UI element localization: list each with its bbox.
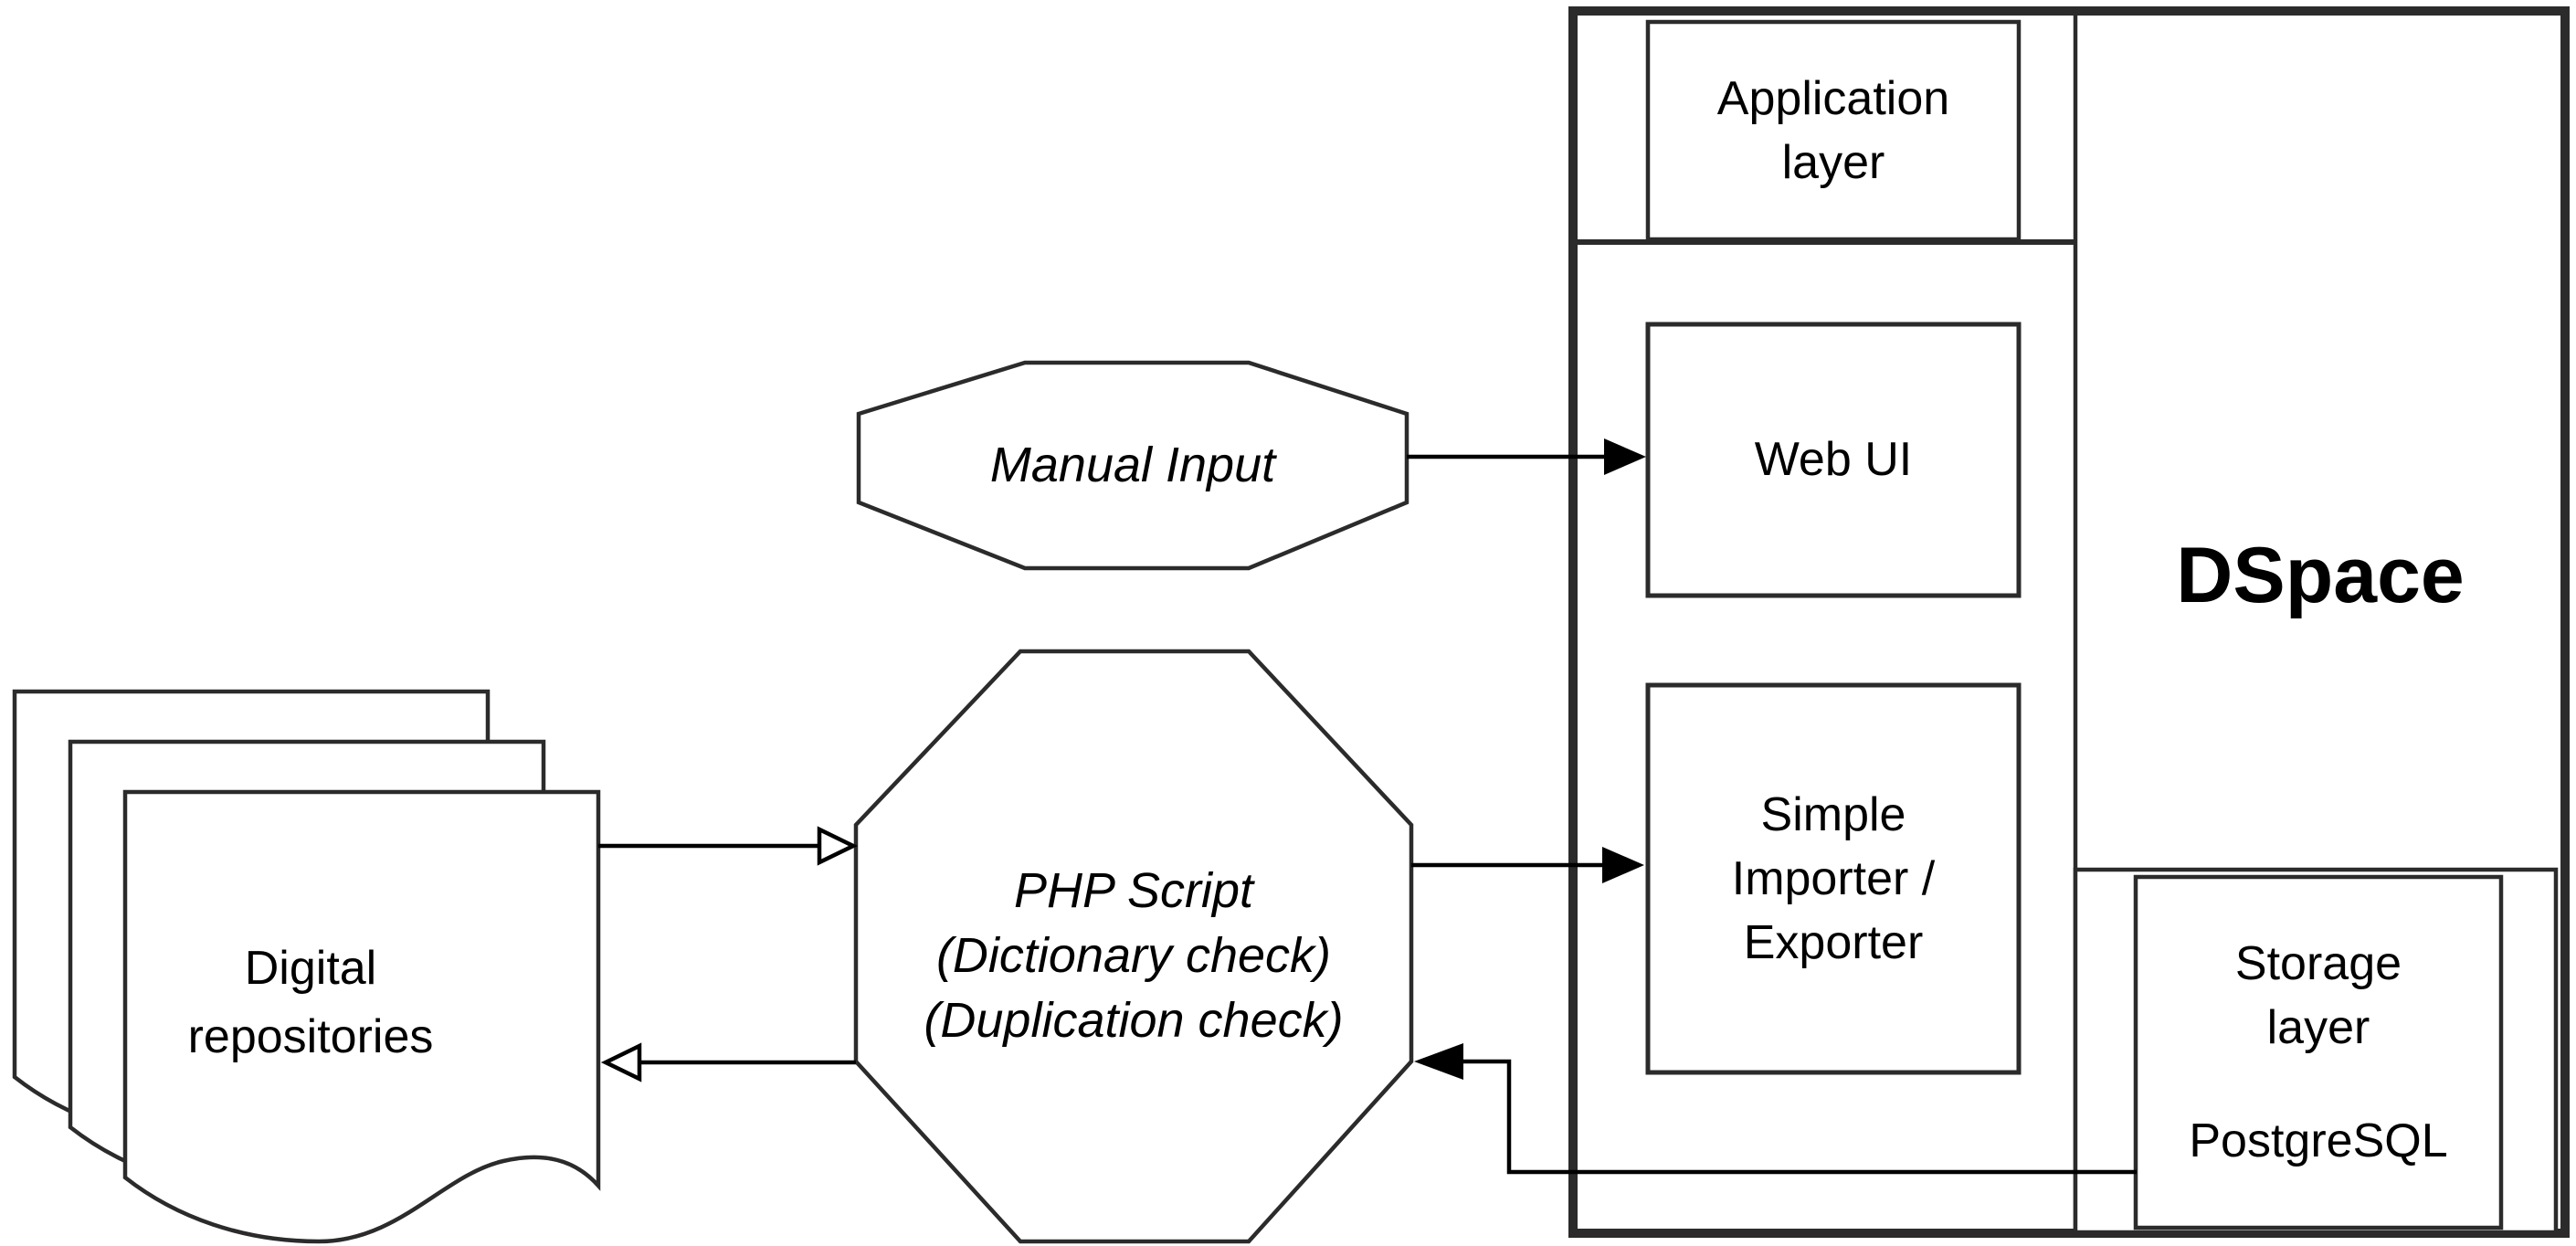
document-front bbox=[122, 789, 601, 1244]
manual-input-octagon bbox=[856, 360, 1409, 571]
arrow-manual-input-to-web-ui bbox=[1407, 438, 1646, 475]
arrow-php-to-simple-importer bbox=[1411, 847, 1644, 883]
arrow-storage-to-php bbox=[1414, 1043, 2137, 1175]
arrow-repositories-to-php bbox=[598, 826, 859, 866]
application-layer-box bbox=[1645, 19, 2022, 242]
simple-importer-exporter-box bbox=[1645, 682, 2022, 1075]
storage-layer-box bbox=[2133, 874, 2504, 1230]
web-ui-box bbox=[1645, 322, 2022, 598]
php-script-octagon bbox=[853, 649, 1414, 1244]
arrow-php-to-repositories bbox=[600, 1042, 856, 1082]
digital-repositories-stack bbox=[12, 689, 601, 1244]
